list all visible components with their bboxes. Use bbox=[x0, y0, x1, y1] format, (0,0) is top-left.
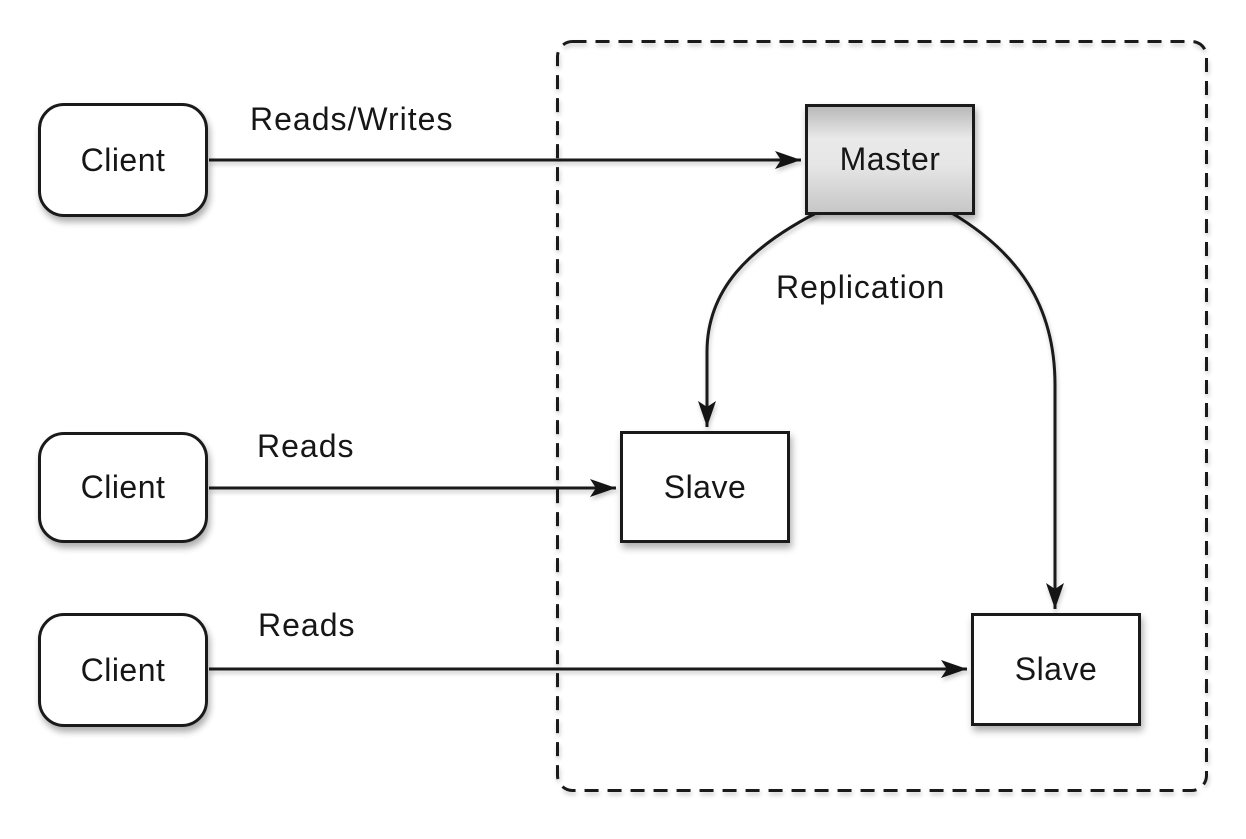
client-node-1: Client bbox=[38, 103, 208, 217]
master-node-label: Master bbox=[839, 141, 941, 177]
client-node-3: Client bbox=[38, 613, 208, 727]
arrow-master-slave1 bbox=[698, 210, 819, 427]
slave-node-1: Slave bbox=[620, 431, 790, 543]
master-node: Master bbox=[805, 104, 975, 215]
slave-node-1-label: Slave bbox=[663, 468, 747, 505]
arrow-master-slave2 bbox=[949, 210, 1064, 609]
edge-label-reads-top: Reads bbox=[257, 428, 355, 464]
cluster-boundary bbox=[556, 40, 1208, 792]
client-node-2: Client bbox=[38, 432, 208, 543]
client-node-3-label: Client bbox=[80, 651, 166, 688]
client-node-2-label: Client bbox=[80, 469, 166, 505]
edge-label-reads-writes: Reads/Writes bbox=[250, 101, 454, 137]
edge-label-replication: Replication bbox=[776, 269, 946, 305]
slave-node-2: Slave bbox=[971, 613, 1141, 726]
client-node-1-label: Client bbox=[80, 141, 166, 178]
slave-node-2-label: Slave bbox=[1014, 651, 1098, 687]
edge-label-reads-bottom: Reads bbox=[258, 607, 356, 643]
